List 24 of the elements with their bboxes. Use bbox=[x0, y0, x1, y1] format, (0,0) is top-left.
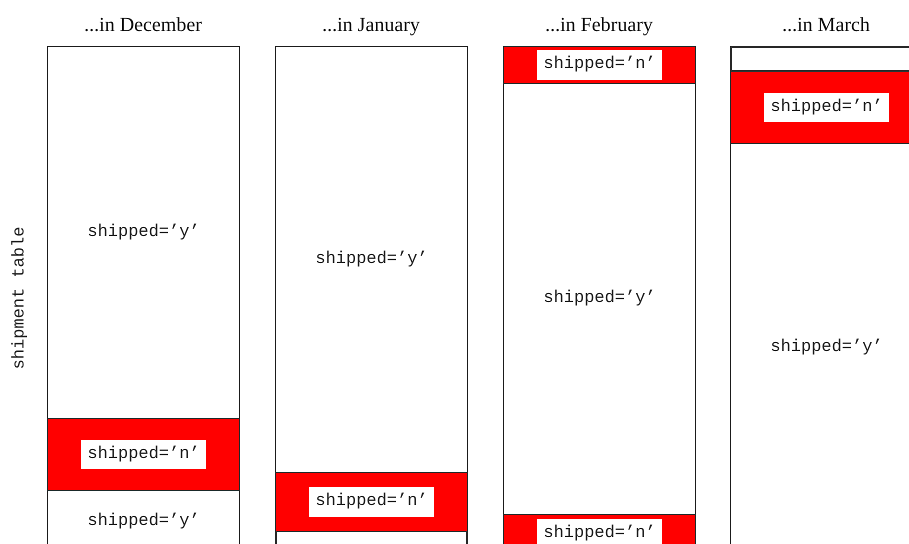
condition-text: shipped=’y’ bbox=[315, 248, 428, 271]
condition-text: shipped=’n’ bbox=[81, 440, 206, 470]
column-heading: ...in February bbox=[545, 13, 653, 38]
condition-text: shipped=’y’ bbox=[87, 222, 200, 244]
row-band bbox=[731, 47, 909, 71]
condition-text: shipped=’n’ bbox=[309, 487, 434, 517]
highlighted-row-band bbox=[504, 514, 695, 544]
condition-text: shipped=’y’ bbox=[543, 288, 656, 310]
highlighted-row-band bbox=[48, 418, 239, 490]
condition-text: shipped=’n’ bbox=[537, 50, 662, 80]
condition-text: shipped=’n’ bbox=[764, 92, 889, 122]
condition-text: shipped=’y’ bbox=[87, 510, 200, 533]
highlighted-row-band bbox=[731, 71, 909, 143]
column-heading: ...in January bbox=[322, 13, 420, 38]
highlighted-row-band bbox=[276, 472, 467, 531]
condition-text: shipped=’n’ bbox=[537, 518, 662, 544]
table-column bbox=[730, 46, 909, 544]
highlighted-row-band bbox=[504, 47, 695, 83]
condition-text: shipped=’y’ bbox=[770, 337, 883, 360]
column-heading: ...in December bbox=[84, 13, 202, 38]
table-column bbox=[275, 46, 468, 544]
axis-label: shipment table bbox=[9, 226, 30, 370]
column-heading: ...in March bbox=[782, 13, 870, 38]
table-column bbox=[47, 46, 240, 544]
